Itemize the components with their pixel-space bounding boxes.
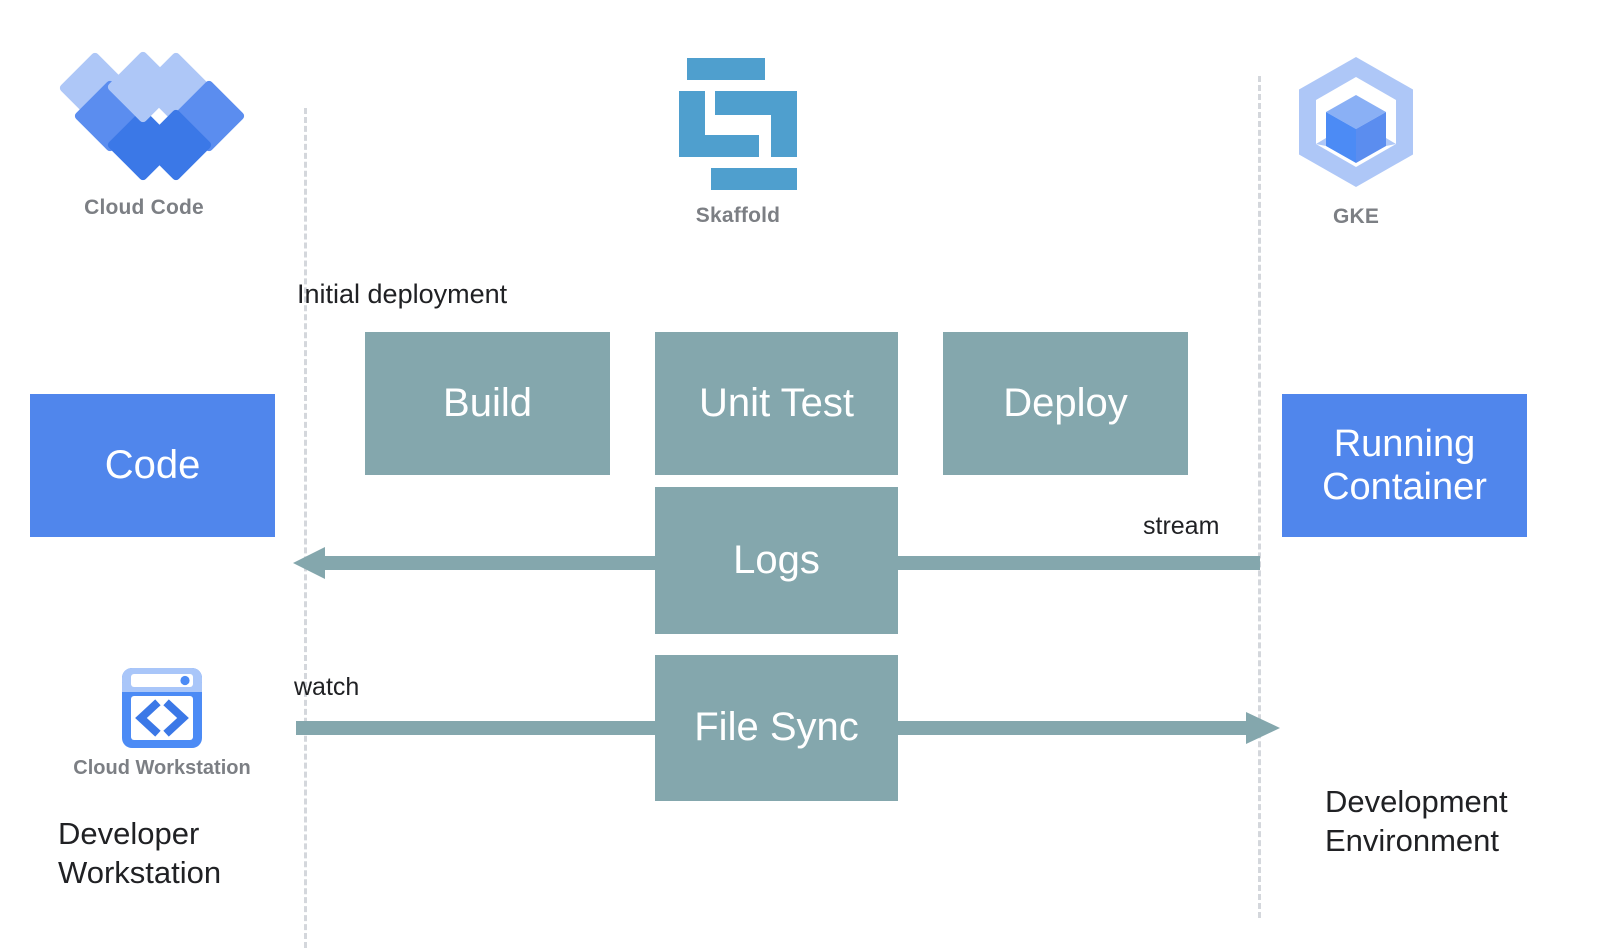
box-logs[interactable]: Logs xyxy=(655,487,898,634)
box-file-sync[interactable]: File Sync xyxy=(655,655,898,801)
box-unit-test[interactable]: Unit Test xyxy=(655,332,898,475)
logo-cloud-code-caption: Cloud Code xyxy=(84,196,204,219)
zone-boundary-left xyxy=(304,108,307,948)
cloud-workstation-browser-code-icon xyxy=(119,665,205,751)
zone-boundary-right xyxy=(1258,76,1261,918)
logo-gke: GKE xyxy=(1250,55,1462,229)
logo-cloud-workstation: Cloud Workstation xyxy=(57,665,267,780)
box-build[interactable]: Build xyxy=(365,332,610,475)
box-running-container-line2: Container xyxy=(1322,465,1487,508)
gke-hexagon-cube-icon xyxy=(1296,55,1416,189)
label-initial-deployment: Initial deployment xyxy=(297,279,508,309)
label-watch: watch xyxy=(294,673,360,701)
logo-cloud-code: Cloud Code xyxy=(38,50,250,220)
box-deploy[interactable]: Deploy xyxy=(943,332,1188,475)
skaffold-s-mark-icon xyxy=(679,58,797,190)
label-development-environment-line1: Development xyxy=(1325,784,1508,819)
logo-cloud-workstation-caption: Cloud Workstation xyxy=(73,757,251,779)
cloud-code-diamonds-icon xyxy=(58,50,246,182)
box-code[interactable]: Code xyxy=(30,394,275,537)
box-running-container[interactable]: Running Container xyxy=(1282,394,1527,537)
label-stream: stream xyxy=(1143,512,1220,540)
label-development-environment: Development Environment xyxy=(1325,782,1508,860)
label-developer-workstation: Developer Workstation xyxy=(58,814,221,892)
label-development-environment-line2: Environment xyxy=(1325,823,1500,859)
label-developer-workstation-line2: Workstation xyxy=(58,855,222,891)
logo-gke-caption: GKE xyxy=(1332,205,1380,228)
label-developer-workstation-line1: Developer xyxy=(58,816,200,851)
box-running-container-line1: Running xyxy=(1333,422,1476,465)
logo-skaffold: Skaffold xyxy=(632,58,844,228)
logo-skaffold-caption: Skaffold xyxy=(695,204,781,227)
